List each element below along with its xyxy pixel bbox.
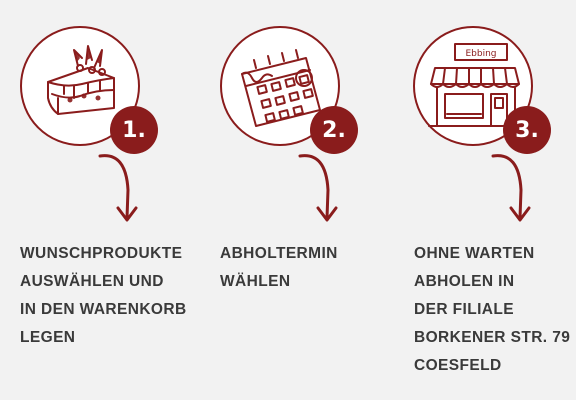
- step-3: Ebbing 3. OHNE WARTEN ABHOLEN IN DER FIL…: [395, 0, 576, 400]
- text-line: BORKENER STR. 79: [414, 329, 571, 346]
- text-line: AUSWÄHLEN UND: [20, 273, 164, 290]
- curved-arrow-down-icon: [98, 154, 138, 222]
- step-1-icon-circle: [20, 26, 140, 146]
- step-2-description: ABHOLTERMIN WÄHLEN: [220, 240, 400, 296]
- text-line: LEGEN: [20, 329, 76, 346]
- step-number-badge: 2.: [310, 106, 358, 154]
- step-number-badge: 3.: [503, 106, 551, 154]
- text-line: WUNSCHPRODUKTE: [20, 245, 183, 262]
- step-2: 2. ABHOLTERMIN WÄHLEN: [200, 0, 390, 400]
- shop-sign-text: Ebbing: [465, 49, 496, 59]
- text-line: ABHOLTERMIN: [220, 245, 338, 262]
- text-line: COESFELD: [414, 357, 502, 374]
- step-1-description: WUNSCHPRODUKTE AUSWÄHLEN UND IN DEN WARE…: [20, 240, 200, 352]
- curved-arrow-down-icon: [298, 154, 338, 222]
- step-number-badge: 1.: [110, 106, 158, 154]
- step-1: 1. WUNSCHPRODUKTE AUSWÄHLEN UND IN DEN W…: [0, 0, 190, 400]
- step-3-description: OHNE WARTEN ABHOLEN IN DER FILIALE BORKE…: [414, 240, 576, 380]
- text-line: WÄHLEN: [220, 273, 291, 290]
- curved-arrow-down-icon: [491, 154, 531, 222]
- text-line: ABHOLEN IN: [414, 273, 515, 290]
- text-line: OHNE WARTEN: [414, 245, 535, 262]
- text-line: IN DEN WARENKORB: [20, 301, 187, 318]
- cake-icon: [47, 45, 115, 115]
- text-line: DER FILIALE: [414, 301, 514, 318]
- store-icon: Ebbing: [428, 43, 522, 127]
